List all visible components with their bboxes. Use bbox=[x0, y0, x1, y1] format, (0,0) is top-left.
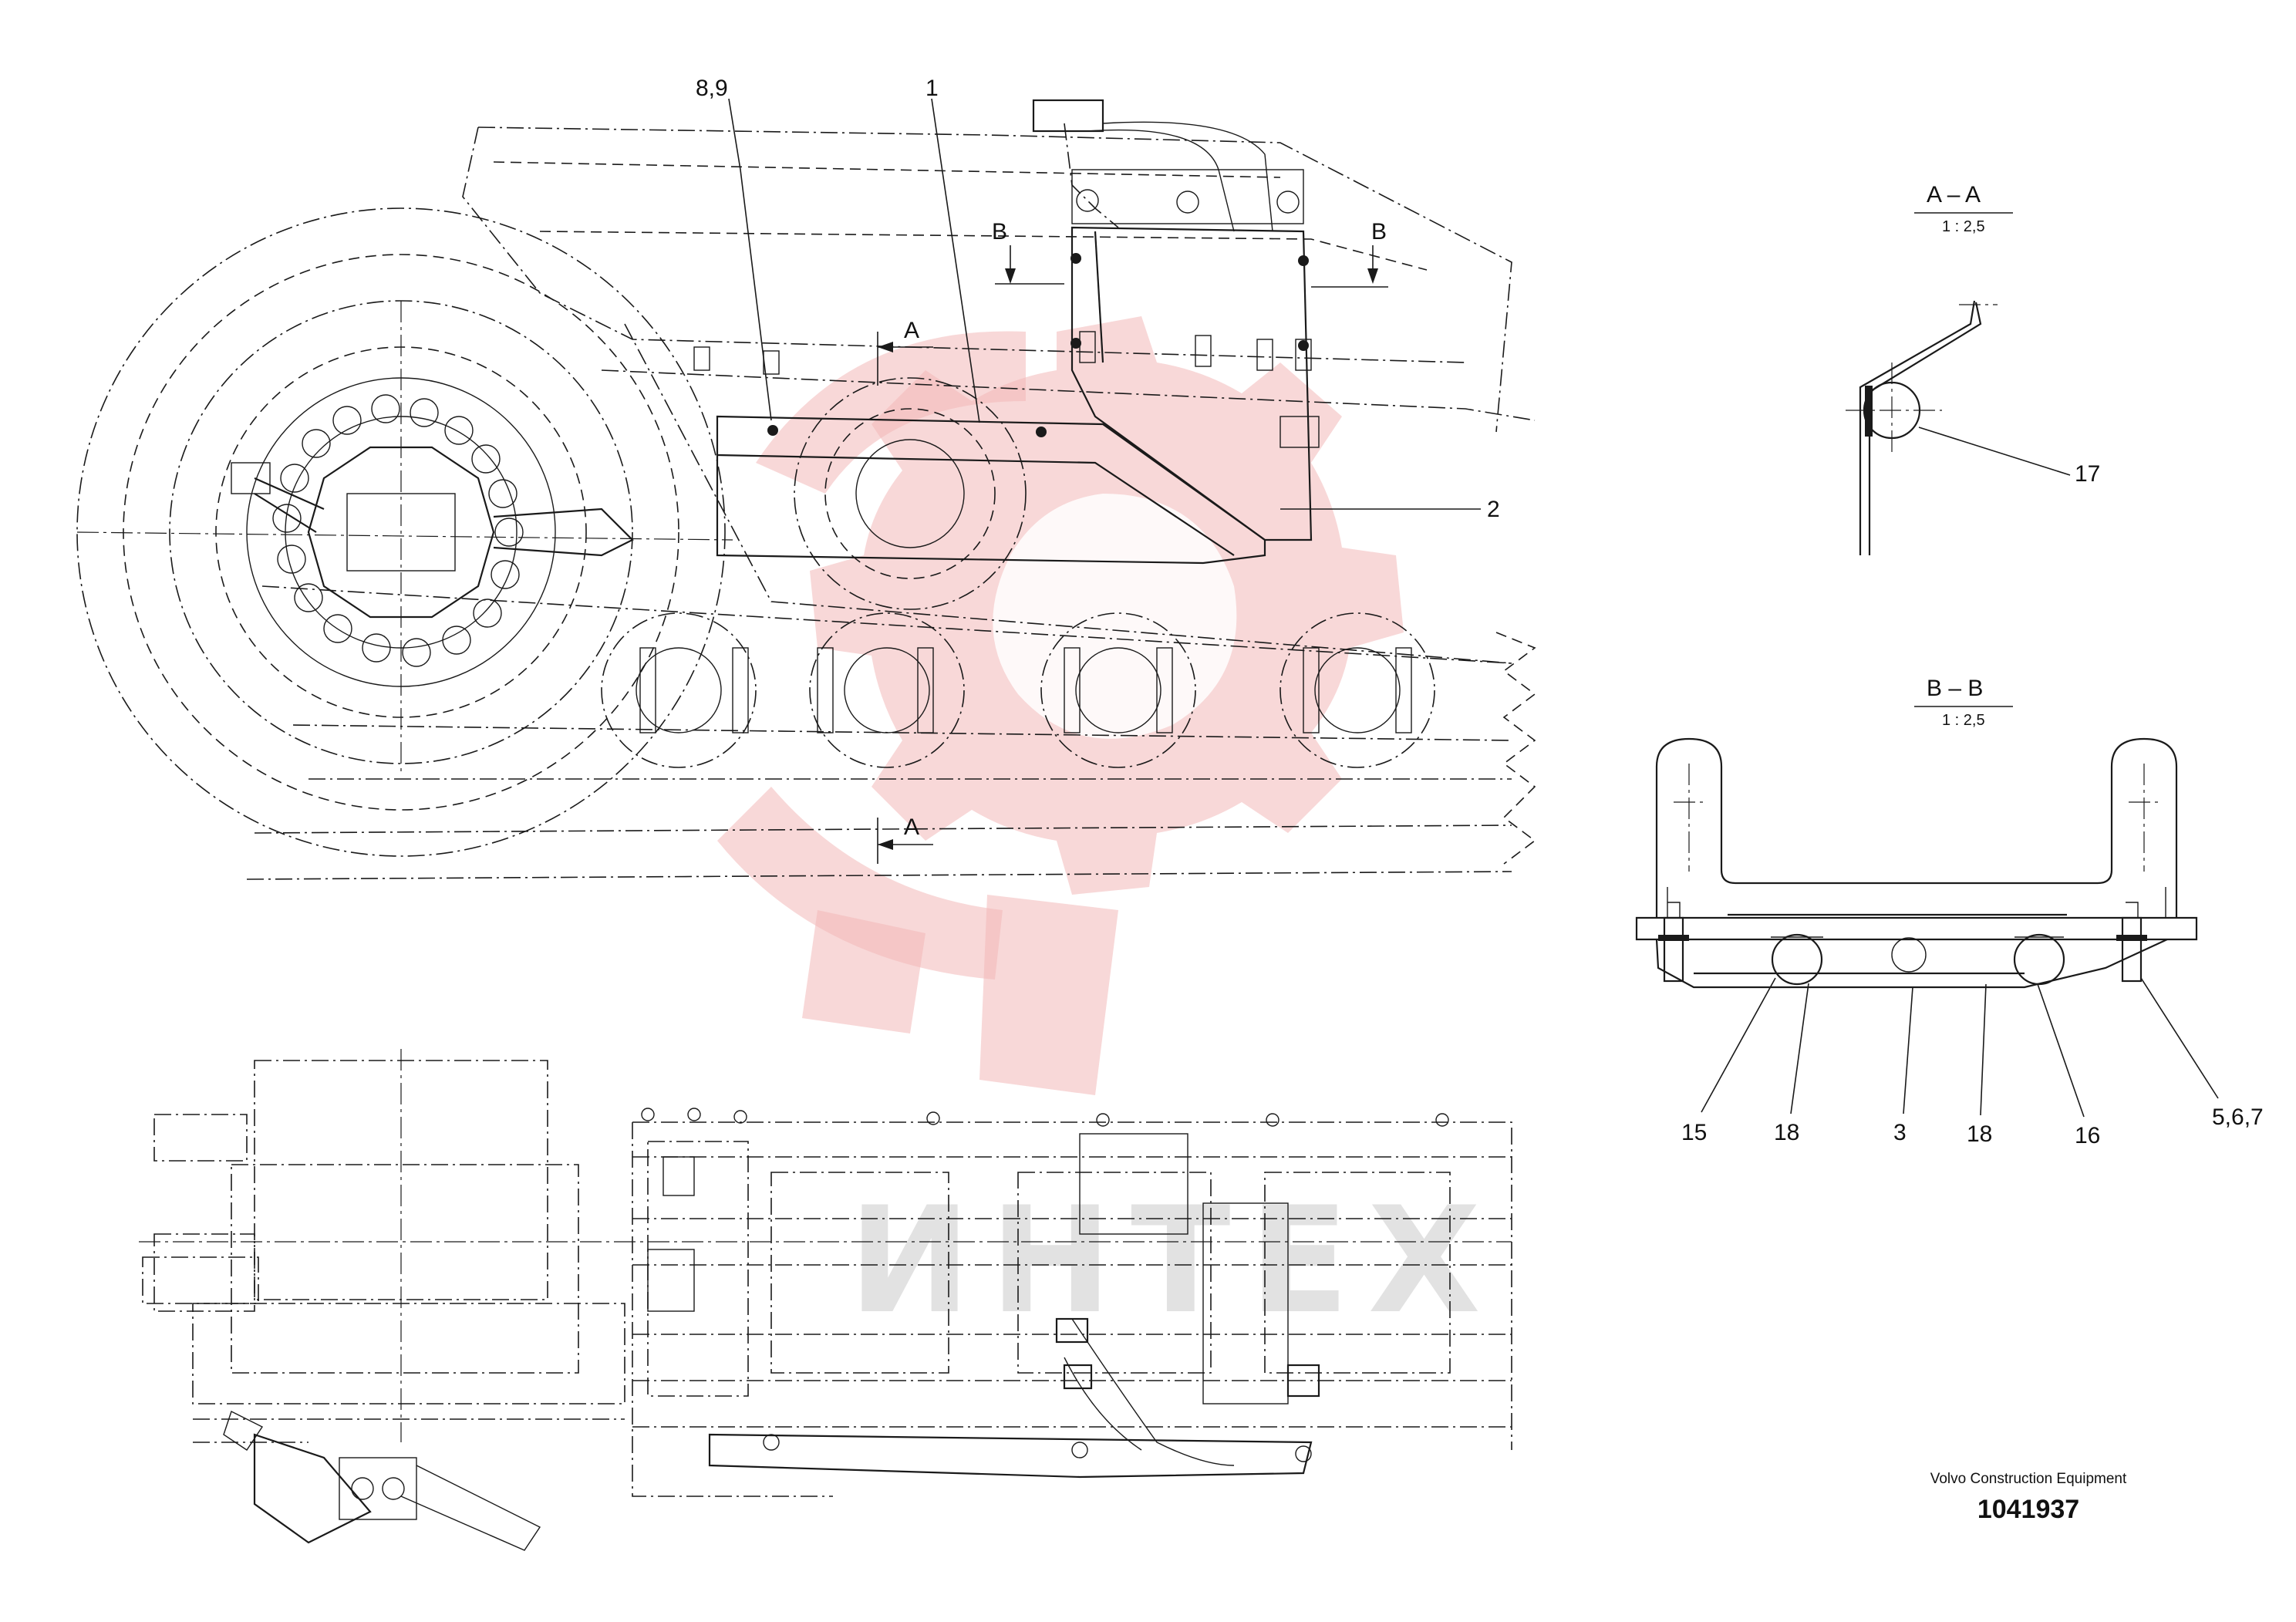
callout-1: 1 bbox=[925, 76, 939, 101]
callout-2: 2 bbox=[1487, 497, 1500, 522]
section-aa-bracket bbox=[1859, 300, 1982, 555]
document-number: 1041937 bbox=[1977, 1495, 2080, 1524]
section-b-marker-left: B bbox=[992, 219, 1007, 244]
section-aa-scale: 1 : 2,5 bbox=[1942, 218, 1985, 235]
section-line-a bbox=[877, 332, 933, 864]
part-2-bracket bbox=[1070, 226, 1313, 541]
track-rollers bbox=[601, 377, 1435, 768]
section-bb-view: B – B 1 : 2,5 15 18 3 18 16 5,6,7 bbox=[1635, 676, 2264, 1148]
section-a-marker-top: A bbox=[904, 318, 919, 343]
title-block: Volvo Construction Equipment 1041937 bbox=[1928, 1469, 2129, 1525]
section-bb-bracket bbox=[1655, 737, 2178, 918]
section-aa-view: A – A 1 : 2,5 17 bbox=[1846, 182, 2100, 555]
section-aa-title: A – A bbox=[1927, 182, 1981, 207]
sprocket-bolt-ring bbox=[272, 394, 524, 667]
callout-18-right: 18 bbox=[1967, 1121, 1992, 1147]
part-1-guard-plate bbox=[716, 415, 1266, 565]
callout-18-left: 18 bbox=[1774, 1120, 1799, 1145]
watermark-gear-logo bbox=[717, 316, 1404, 1095]
section-line-b bbox=[995, 245, 1388, 288]
main-side-view: A A B B 8,9 1 2 bbox=[76, 76, 1536, 880]
plan-guard-plate bbox=[708, 1433, 1313, 1479]
section-bb-scale: 1 : 2,5 bbox=[1942, 712, 1985, 729]
section-bb-title: B – B bbox=[1927, 676, 1983, 701]
section-b-marker-right: B bbox=[1371, 219, 1387, 244]
section-a-marker-bottom: A bbox=[904, 814, 919, 840]
watermark-text: ИНТЕХ bbox=[848, 1175, 1499, 1346]
callout-17: 17 bbox=[2075, 461, 2100, 487]
callout-3: 3 bbox=[1893, 1120, 1907, 1145]
company-name: Volvo Construction Equipment bbox=[1930, 1471, 2127, 1487]
callout-15: 15 bbox=[1681, 1120, 1707, 1145]
callout-8-9: 8,9 bbox=[696, 76, 728, 101]
plan-view bbox=[139, 1049, 1512, 1551]
callout-16: 16 bbox=[2075, 1123, 2100, 1148]
callout-5-6-7: 5,6,7 bbox=[2212, 1104, 2264, 1130]
